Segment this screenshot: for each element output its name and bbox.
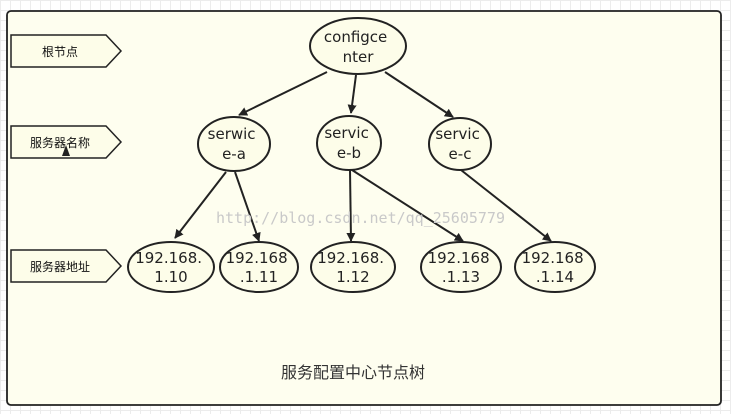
node-ip-10-line1: 192.168. — [135, 249, 202, 267]
node-ip-12-shape — [310, 241, 396, 293]
node-service-b-shape — [316, 115, 382, 171]
edges — [174, 71, 552, 242]
node-service-b: servic e-b — [316, 115, 382, 171]
node-service-c: servic e-c — [428, 117, 492, 171]
node-ip-10: 192.168. 1.10 — [127, 241, 215, 293]
node-service-a-line2: e-a — [222, 145, 246, 163]
node-ip-14-shape — [514, 241, 596, 293]
edge-configcenter-service-c — [384, 71, 454, 118]
svg-text:servic e-b: servic e-b — [324, 124, 373, 162]
label-service-address-text: 服务器地址 — [30, 259, 90, 274]
node-ip-12-line1: 192.168. — [317, 249, 384, 267]
level-label-root: 根节点 — [10, 34, 123, 68]
cursor-icon — [62, 145, 70, 156]
node-service-c-shape — [428, 117, 492, 171]
svg-text:192.168 .1.11: 192.168 .1.11 — [226, 249, 293, 286]
level-label-service-name: 服务器名称 — [10, 125, 123, 159]
node-ip-11-shape — [219, 241, 299, 293]
node-configcenter-shape — [309, 17, 407, 75]
svg-text:192.168 .1.13: 192.168 .1.13 — [428, 249, 495, 286]
level-label-service-address: 服务器地址 — [10, 249, 123, 283]
node-ip-11-line2: .1.11 — [240, 268, 278, 286]
edge-service-b-ip-12 — [346, 169, 356, 242]
node-service-a-shape — [197, 116, 271, 172]
svg-text:192.168 .1.14: 192.168 .1.14 — [522, 249, 589, 286]
svg-text:192.168. 1.12: 192.168. 1.12 — [317, 249, 389, 286]
node-ip-10-line2: 1.10 — [154, 268, 187, 286]
svg-text:configce nter: configce nter — [324, 28, 392, 66]
svg-text:serwic e-a: serwic e-a — [208, 125, 261, 163]
node-ip-14-line2: .1.14 — [536, 268, 574, 286]
node-ip-14-line1: 192.168 — [522, 249, 584, 267]
svg-text:192.168. 1.10: 192.168. 1.10 — [135, 249, 207, 286]
node-ip-13-shape — [420, 241, 502, 293]
node-service-c-line2: e-c — [449, 145, 472, 163]
node-ip-13-line2: .1.13 — [442, 268, 480, 286]
node-ip-12: 192.168. 1.12 — [310, 241, 396, 293]
node-service-c-line1: servic — [435, 125, 480, 143]
edge-service-b-ip-13 — [351, 169, 464, 242]
svg-text:servic e-c: servic e-c — [435, 125, 484, 163]
node-ip-12-line2: 1.12 — [336, 268, 369, 286]
edge-service-c-ip-14 — [460, 169, 552, 242]
node-configcenter-line1: configce — [324, 28, 387, 46]
edge-service-a-ip-11 — [234, 171, 261, 242]
node-ip-14: 192.168 .1.14 — [514, 241, 596, 293]
node-configcenter-line2: nter — [343, 48, 375, 66]
diagram-caption: 服务配置中心节点树 — [281, 363, 425, 382]
node-service-a-line1: serwic — [208, 125, 256, 143]
node-ip-11-line1: 192.168 — [226, 249, 288, 267]
label-service-name-text: 服务器名称 — [30, 135, 90, 150]
node-ip-10-shape — [127, 241, 215, 293]
edge-service-a-ip-10 — [174, 171, 227, 239]
label-shape-root — [10, 34, 123, 68]
node-configcenter: configce nter — [309, 17, 407, 75]
diagram-panel — [6, 10, 722, 406]
node-service-a: serwic e-a — [197, 116, 271, 172]
label-root-text: 根节点 — [42, 45, 78, 59]
node-ip-13: 192.168 .1.13 — [420, 241, 502, 293]
watermark-text: http://blog.csdn.net/qq_25605779 — [216, 209, 505, 227]
node-ip-13-line1: 192.168 — [428, 249, 490, 267]
edge-configcenter-service-b — [347, 74, 357, 114]
edge-configcenter-service-a — [238, 71, 328, 116]
label-shape-service-name — [10, 125, 123, 159]
node-service-b-line1: servic — [324, 124, 369, 142]
node-ip-11: 192.168 .1.11 — [219, 241, 299, 293]
label-shape-service-address — [10, 249, 123, 283]
node-service-b-line2: e-b — [337, 144, 361, 162]
